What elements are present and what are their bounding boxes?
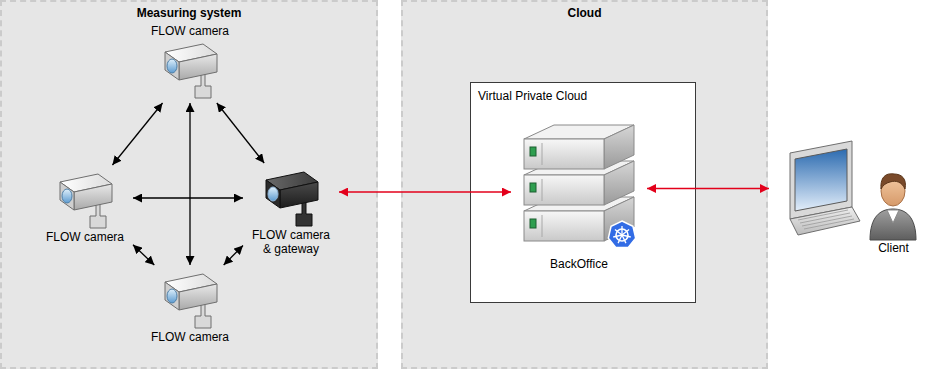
camera-body <box>179 54 217 80</box>
server-unit <box>604 161 634 205</box>
kubernetes-wheel <box>622 229 629 235</box>
camera-bracket <box>90 204 106 228</box>
server-led <box>530 147 536 156</box>
server-detail <box>542 179 543 201</box>
node-label: FLOW camera & gateway <box>251 228 331 256</box>
server-unit <box>524 139 604 169</box>
camera-icon <box>256 166 326 228</box>
camera-body <box>165 282 179 310</box>
node-label: FLOW camera <box>151 330 229 344</box>
camera-body <box>280 182 318 208</box>
connector-arrow <box>133 197 243 198</box>
laptop-icon <box>772 135 862 245</box>
person-column: Client <box>866 135 921 255</box>
camera-body <box>165 52 179 80</box>
node-label: BackOffice <box>550 257 608 271</box>
server-node: BackOffice <box>514 117 644 271</box>
region-title: Measuring system <box>2 2 376 20</box>
camera-lens <box>167 289 177 303</box>
camera-icon <box>50 168 120 230</box>
connector-arrow <box>647 188 769 189</box>
kubernetes-badge <box>608 221 635 248</box>
server-detail <box>542 143 543 165</box>
region-title: Virtual Private Cloud <box>471 83 695 103</box>
server-led <box>530 183 536 192</box>
connector-arrow <box>339 191 511 192</box>
server-detail <box>542 215 543 237</box>
camera-body <box>60 182 74 210</box>
gateway-node: FLOW camera & gateway <box>246 166 336 256</box>
person-collar <box>887 210 899 223</box>
camera-lens <box>268 187 278 201</box>
camera-lens <box>62 189 72 203</box>
server-unit <box>524 211 604 241</box>
camera-lens <box>167 59 177 73</box>
server-unit <box>604 125 634 169</box>
camera-node: FLOW camera <box>145 268 235 344</box>
camera-body <box>74 184 112 210</box>
client-node: Client <box>772 135 922 255</box>
laptop-keys <box>804 219 854 229</box>
server-led <box>530 219 536 228</box>
camera-node: FLOW camera <box>145 24 235 100</box>
kubernetes-wheel <box>621 226 622 235</box>
camera-body <box>266 180 280 208</box>
region-panel: BackOffice Virtual Private Cloud Cloud <box>401 0 768 369</box>
camera-bracket <box>195 304 211 328</box>
node-label: FLOW camera <box>151 24 229 38</box>
camera-icon <box>155 38 225 100</box>
connector-arrow <box>189 103 190 265</box>
camera-node: FLOW camera <box>40 168 130 244</box>
camera-bracket <box>195 74 211 98</box>
server-icon <box>514 117 644 257</box>
node-label: Client <box>878 241 909 255</box>
region-title: Cloud <box>403 2 766 20</box>
person-body <box>870 209 916 240</box>
person-hair <box>881 174 906 189</box>
kubernetes-wheel <box>615 229 622 235</box>
node-label: FLOW camera <box>46 230 124 244</box>
kubernetes-wheel <box>613 235 622 237</box>
person-icon <box>866 165 921 241</box>
camera-body <box>179 284 217 310</box>
kubernetes-wheel <box>622 235 626 243</box>
server-unit <box>524 175 604 205</box>
laptop-lid <box>790 141 852 219</box>
region-panel: FLOW cameraFLOW cameraFLOW camera & gate… <box>0 0 378 369</box>
laptop-base <box>790 207 860 235</box>
camera-icon <box>155 268 225 330</box>
camera-bracket <box>296 202 312 226</box>
laptop-screen <box>795 149 847 211</box>
